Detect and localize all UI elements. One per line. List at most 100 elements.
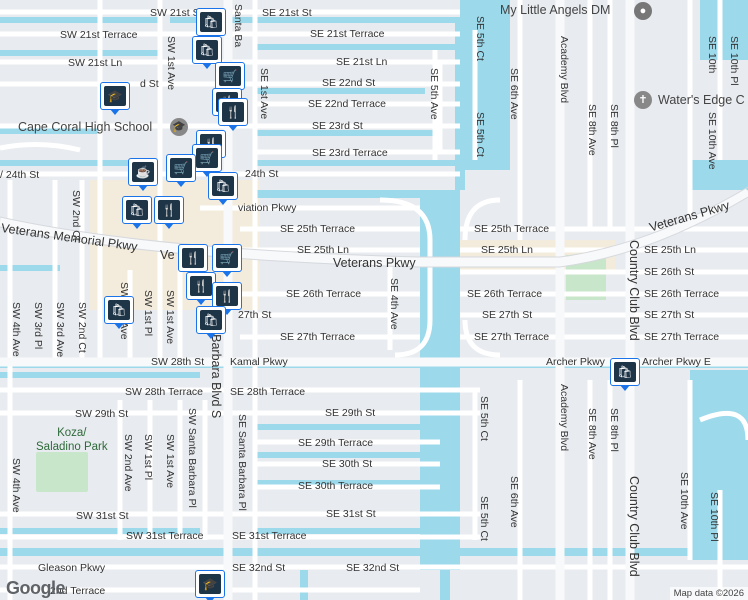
street-label-country-club-blvd-n: Country Club Blvd [627,240,641,341]
pin-restaurant-4[interactable]: 🍴 [154,196,184,229]
street-label-se-10th-n: SE 10th [706,36,718,74]
coffee-cup-icon: ☕ [132,162,154,182]
street-label-sw-4th-ave: SW 4th Ave [10,302,22,357]
street-label-se-32nd-st-w: SE 32nd St [232,562,286,574]
street-label-se-21st-terrace: SE 21st Terrace [310,28,385,40]
street-label-se-5th-ct-s: SE 5th Ct [478,396,490,441]
street-label-se-8th-ave-s: SE 8th Ave [586,408,598,460]
street-label-se-27th-st-e: SE 27th St [644,309,695,321]
street-label-se-28th-terrace: SE 28th Terrace [230,386,306,398]
street-label-sw-1st-ave: SW 1st Ave [165,36,177,91]
pin-shopping-5[interactable]: 🛍 [196,306,226,339]
street-label-sw-28th-terrace: SW 28th Terrace [125,386,204,398]
street-label-se-6th-ave-n: SE 6th Ave [508,68,520,120]
street-label-sw-24th-st: / 24th St [0,169,40,181]
school-icon[interactable]: 🎓 [170,118,188,136]
street-label-archer-pkwy-e: Archer Pkwy E [642,356,711,368]
street-label-archer-pkwy: Archer Pkwy [546,356,605,368]
shopping-bag-icon: 🛍 [614,362,636,382]
street-label-se-24th-st: 24th St [245,168,279,180]
pin-shopping-1[interactable]: 🛍 [196,8,226,41]
street-label-se-30th-st: SE 30th St [322,458,373,470]
street-label-se-5th-ct-s2: SE 5th Ct [478,496,490,541]
street-label-sw-29th-st: SW 29th St [75,408,129,420]
street-label-academy-blvd-n: Academy Blvd [558,36,570,104]
google-logo: Google [6,578,66,598]
street-label-sw-3rd-ave: SW 3rd Ave [54,302,66,358]
street-label-se-27th-terrace-e: SE 27th Terrace [644,331,720,343]
shopping-bag-icon: 🛍 [108,300,130,320]
pin-cafe[interactable]: ☕ [128,158,158,191]
street-label-se-10th-ave-n: SE 10th Ave [706,112,718,170]
street-label-sw-21st-terrace: SW 21st Terrace [60,29,138,41]
street-label-se-25th-ln-e: SE 25th Ln [481,244,533,256]
street-label-aviation-pkwy: viation Pkwy [238,202,297,214]
pin-shopping-7[interactable]: 🛍 [610,358,640,391]
street-label-se-27th-terrace-w: SE 27th Terrace [280,331,356,343]
shopping-cart-icon: 🛒 [216,248,238,268]
street-label-sw-1st-pl-s: SW 1st Pl [142,434,154,481]
pin-grocery-4[interactable]: 🛒 [212,244,242,277]
street-label-veterans-pkwy: Veterans Pkwy [333,256,416,270]
street-label-se-27th-st-m: SE 27th St [482,309,533,321]
street-label-se-21st-st: SE 21st St [262,7,312,19]
street-label-se-23rd-terrace: SE 23rd Terrace [312,147,388,159]
pin-shopping-2[interactable]: 🛍 [192,36,222,69]
street-label-country-club-blvd-s: Country Club Blvd [627,476,641,577]
poi-label-my-little-angels[interactable]: My Little Angels DM [500,3,611,17]
graduation-cap-icon: 🎓 [104,86,126,106]
street-label-kamal-pkwy: Kamal Pkwy [230,356,288,368]
fork-knife-icon: 🍴 [216,286,238,306]
shopping-bag-icon: 🛍 [126,200,148,220]
street-label-se-22nd-terrace: SE 22nd Terrace [308,98,387,110]
street-label-se-10th-pl-n: SE 10th Pl [728,36,740,86]
street-label-se-26th-terrace-m: SE 26th Terrace [467,288,543,300]
street-label-se-29th-st: SE 29th St [325,407,376,419]
fork-knife-icon: 🍴 [190,276,212,296]
street-label-se-30th-terrace: SE 30th Terrace [298,480,374,492]
poi-label-cape-coral-high[interactable]: Cape Coral High School [18,120,153,134]
street-label-sw-santa-barbara-pl: SW Santa Barbara Pl [186,408,198,508]
street-label-se-25th-ln-w: SE 25th Ln [297,244,349,256]
pin-school-2[interactable]: 🎓 [195,570,225,600]
church-icon[interactable]: ✝ [634,91,652,109]
street-label-se-32nd-st-e: SE 32nd St [346,562,400,574]
street-label-se-26th-terrace-w: SE 26th Terrace [286,288,362,300]
shopping-bag-icon: 🛍 [196,40,218,60]
pin-restaurant-2[interactable]: 🍴 [218,98,248,131]
street-label-se-22nd-st: SE 22nd St [322,77,376,89]
street-label-sw-21st-ln: SW 21st Ln [68,57,123,69]
street-label-se-santa-barbara-pl: SE Santa Barbara Pl [236,414,248,511]
street-label-santa-ba: Santa Ba [232,4,244,48]
fork-knife-icon: 🍴 [158,200,180,220]
street-label-sw-28th-st: SW 28th St [151,356,205,368]
pin-shopping-6[interactable]: 🛍 [104,296,134,329]
street-label-se-26th-st: SE 26th St [644,266,695,278]
pin-grocery-3[interactable]: 🛒 [166,154,196,187]
pin-shopping-3[interactable]: 🛍 [208,172,238,205]
pin-restaurant-7[interactable]: 🍴 [212,282,242,315]
poi-label-koza-saladino-park[interactable]: Koza/ Saladino Park [36,427,108,453]
shopping-bag-icon: 🛍 [212,176,234,196]
street-label-se-1st-ave: SE 1st Ave [258,68,270,120]
pin-school[interactable]: 🎓 [100,82,130,115]
pin-grocery-2[interactable]: 🛒 [192,144,222,177]
street-label-se-25th-terrace-w: SE 25th Terrace [280,223,356,235]
street-label-sw-2nd-ct-s: SW 2nd Ct [76,302,88,353]
fork-knife-icon: 🍴 [182,248,204,268]
street-label-sw-32nd-terrace: 2nd Terrace [50,585,106,597]
street-label-se-5th-ave: SE 5th Ave [428,68,440,120]
poi-label-waters-edge[interactable]: Water's Edge C [658,93,745,107]
map-data-attribution[interactable]: Map data ©2026 [669,587,748,600]
street-label-d-st: d St [140,78,159,90]
street-label-27th-st-w: 27th St [238,309,272,321]
street-label-sw-2nd-ct: SW 2nd Ct [70,190,82,241]
pin-shopping-4[interactable]: 🛍 [122,196,152,229]
shopping-bag-icon: 🛍 [200,310,222,330]
graduation-cap-icon: 🎓 [199,574,221,594]
street-label-se-31st-st: SE 31st St [326,508,376,520]
street-label-se-31st-terrace: SE 31st Terrace [232,530,307,542]
place-pin-icon[interactable]: ● [634,2,652,20]
